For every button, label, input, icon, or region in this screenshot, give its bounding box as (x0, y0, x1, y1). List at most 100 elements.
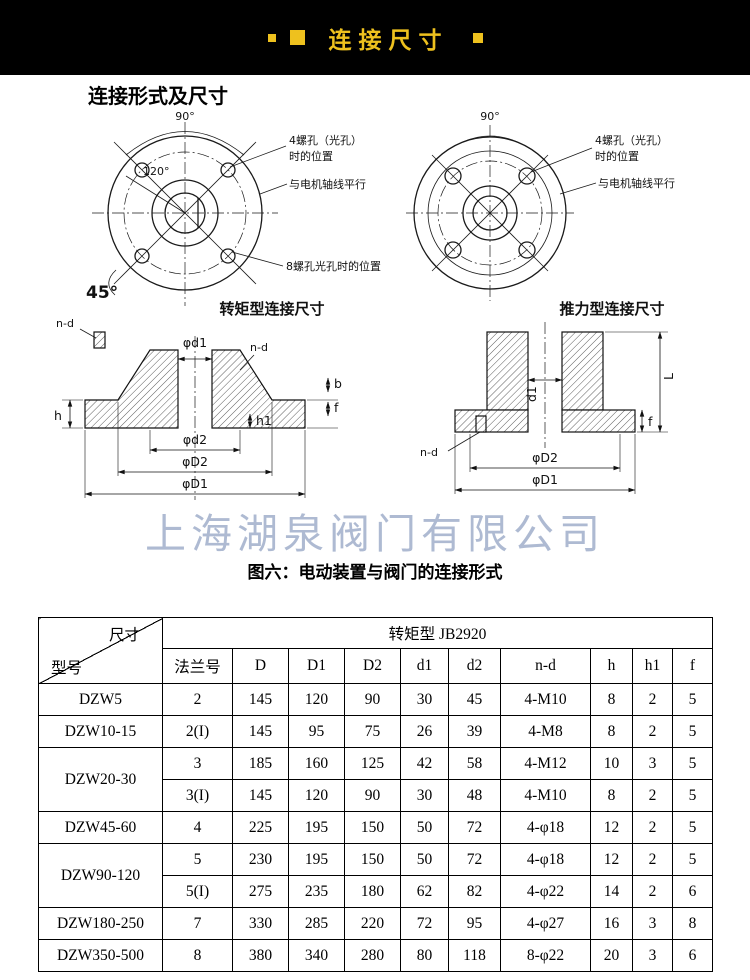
thrust-section-base-right (561, 409, 636, 433)
dim-value-cell: 160 (288, 747, 345, 780)
dim-value-cell: 2 (632, 779, 673, 812)
torque-outer-circle (107, 135, 263, 291)
thrust-note-parallel: 与电机轴线平行 (598, 176, 675, 190)
torque-h1-label: h1 (256, 413, 272, 428)
dim-value-cell: 2 (632, 875, 673, 908)
torque-d2-label: φd2 (183, 432, 207, 447)
dim-value-cell: 145 (232, 779, 289, 812)
thrust-nd-label: n-d (420, 446, 438, 459)
dim-value-cell: 2(I) (162, 715, 233, 748)
thrust-L-label: L (661, 373, 676, 380)
dim-value-cell: 2 (632, 683, 673, 716)
torque-angle-45-label: 45° (86, 283, 118, 303)
torque-angle-90-label: 90° (175, 110, 195, 123)
dim-value-cell: 50 (400, 811, 449, 844)
column-header-6: n-d (500, 648, 591, 684)
dim-value-cell: 80 (400, 939, 449, 972)
torque-h-label: h (54, 408, 62, 423)
dim-value-cell: 2 (632, 843, 673, 876)
banner-accent-square-large-left (289, 30, 305, 45)
thrust-spigot-circle (462, 185, 518, 241)
section-title: 连接形式及尺寸 (88, 86, 228, 108)
thrust-flange-center-lines (406, 125, 574, 301)
torque-section-body-left (84, 349, 179, 429)
thrust-section-base-left (454, 409, 529, 433)
dim-value-cell: 2 (632, 715, 673, 748)
dim-value-cell: 4-M10 (500, 779, 591, 812)
dim-value-cell: 275 (232, 875, 289, 908)
dim-value-cell: 3 (632, 907, 673, 940)
dim-value-cell: 5(I) (162, 875, 233, 908)
thrust-section-bolt-stud (475, 415, 487, 433)
dim-value-cell: 50 (400, 843, 449, 876)
dim-value-cell: 8 (162, 939, 233, 972)
torque-b-label: b (334, 376, 342, 391)
torque-view-caption: 转矩型连接尺寸 (219, 300, 324, 318)
dim-value-cell: 145 (232, 715, 289, 748)
torque-angle-120-label: 120° (143, 165, 170, 178)
dim-value-cell: 145 (232, 683, 289, 716)
torque-section-view: φd1 n-d n-d h h1 b f (54, 317, 342, 500)
dim-value-cell: 20 (590, 939, 633, 972)
thrust-D1-label: φD1 (532, 472, 558, 487)
dim-value-cell: 48 (448, 779, 501, 812)
thrust-90deg-arc (434, 135, 546, 161)
dim-value-cell: 8-φ22 (500, 939, 591, 972)
dim-value-cell: 39 (448, 715, 501, 748)
dim-value-cell: 150 (344, 843, 401, 876)
thrust-view-caption: 推力型连接尺寸 (559, 300, 664, 318)
dim-value-cell: 75 (344, 715, 401, 748)
dim-value-cell: 285 (288, 907, 345, 940)
dim-value-cell: 30 (400, 683, 449, 716)
thrust-bore-circle (472, 195, 508, 231)
dim-value-cell: 95 (448, 907, 501, 940)
dim-value-cell: 230 (232, 843, 289, 876)
dim-value-cell: 3 (632, 747, 673, 780)
thrust-f-label: f (648, 414, 653, 429)
dim-value-cell: 8 (672, 907, 713, 940)
column-header-7: h (590, 648, 633, 684)
dim-value-cell: 5 (672, 683, 713, 716)
dim-value-cell: 90 (344, 683, 401, 716)
thrust-diameter-dimensions: φD2 φD1 (454, 434, 636, 494)
dim-value-cell: 10 (590, 747, 633, 780)
thrust-leader-lines (530, 147, 597, 195)
dim-value-cell: 150 (344, 811, 401, 844)
column-header-4: d1 (400, 648, 449, 684)
dim-value-cell: 6 (672, 939, 713, 972)
thrust-note-4holes-line1: 4螺孔（光孔） (595, 133, 668, 147)
dim-value-cell: 4-M12 (500, 747, 591, 780)
dim-value-cell: 3 (632, 939, 673, 972)
column-header-1: D (232, 648, 289, 684)
thrust-bolt-circle (437, 160, 543, 266)
torque-D1-label: φD1 (182, 476, 208, 491)
banner-title: 连接尺寸 (328, 27, 449, 54)
dim-value-cell: 6 (672, 875, 713, 908)
dim-value-cell: 380 (232, 939, 289, 972)
thrust-outer-circle (413, 136, 567, 290)
dim-value-cell: 26 (400, 715, 449, 748)
torque-b-f-dimensions: b f (307, 376, 342, 429)
torque-dim-d1-label: φd1 (183, 335, 207, 350)
dim-value-cell: 5 (162, 843, 233, 876)
model-cell: DZW10-15 (38, 715, 163, 748)
model-cell: DZW180-250 (38, 907, 163, 940)
column-header-2: D1 (288, 648, 345, 684)
dim-value-cell: 58 (448, 747, 501, 780)
dim-value-cell: 90 (344, 779, 401, 812)
corner-label-model: 型号 (51, 660, 83, 677)
dim-value-cell: 2 (162, 683, 233, 716)
dim-value-cell: 4-φ18 (500, 843, 591, 876)
column-header-8: h1 (632, 648, 673, 684)
model-cell: DZW5 (38, 683, 163, 716)
torque-bolt-holes (134, 162, 236, 264)
torque-h1-dimension: h1 (247, 413, 272, 429)
technical-diagram: 90° 120° 45° 4螺孔（光孔） 时的位置 与电机轴线平行 8螺孔光孔时… (54, 110, 676, 500)
thrust-raised-face-circle (427, 150, 553, 276)
torque-f-label: f (334, 400, 339, 415)
